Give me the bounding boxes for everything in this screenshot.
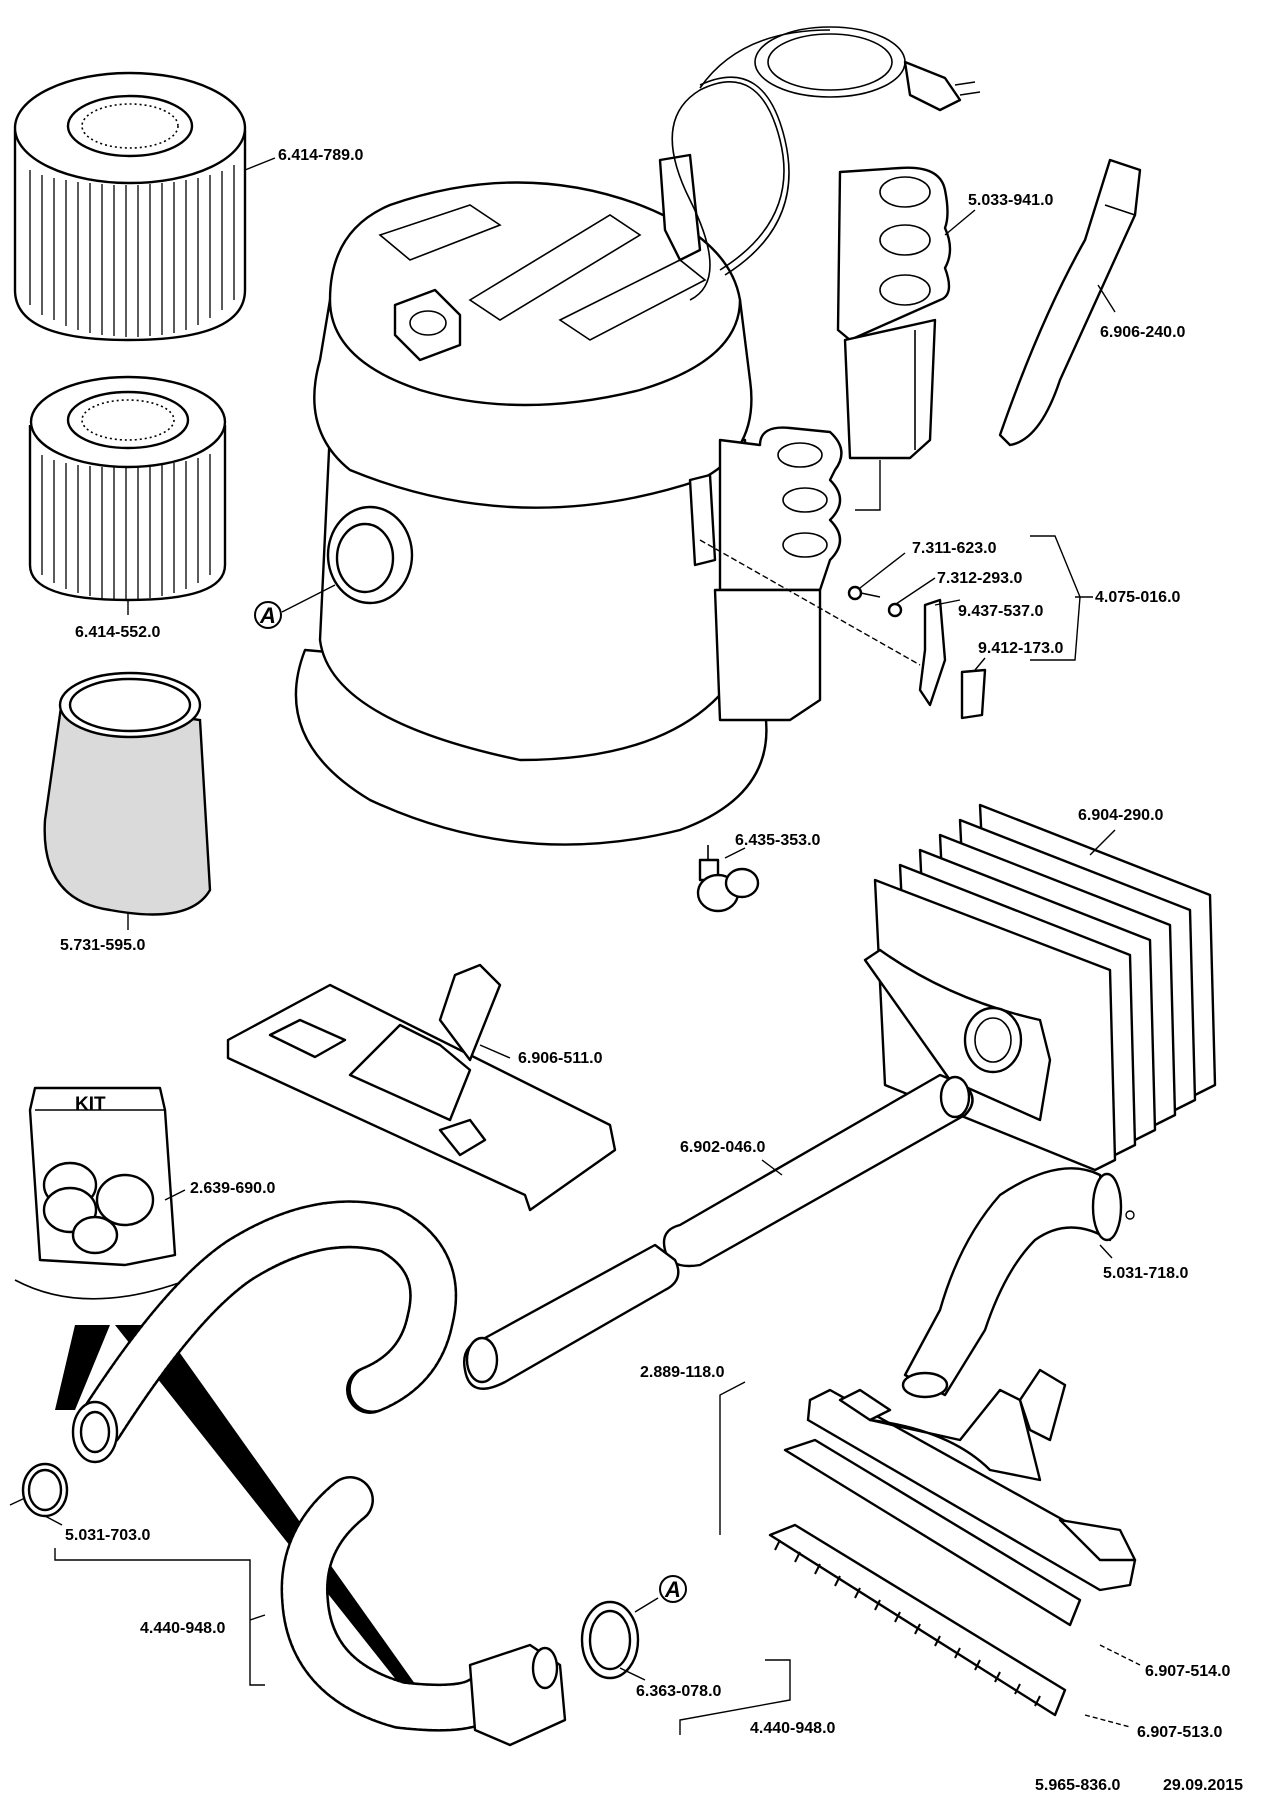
- label-castor: 6.435-353.0: [735, 832, 821, 849]
- label-connector-ring: 6.363-078.0: [636, 1683, 722, 1700]
- suction-hose-drawing: [71, 1200, 567, 1747]
- label-adapter-kit: 2.639-690.0: [190, 1180, 276, 1197]
- label-clip-plate: 9.412-173.0: [978, 640, 1064, 657]
- wet-dry-nozzle-drawing: [768, 1368, 1137, 1717]
- kit-label: KIT: [75, 1094, 106, 1115]
- washer-drawing: [887, 602, 903, 618]
- footer-doc-number: 5.965-836.0: [1035, 1777, 1121, 1794]
- pointer-kit-left: [55, 1325, 110, 1410]
- adapter-kit-drawing: [14, 1086, 201, 1300]
- crevice-nozzle-drawing: [998, 158, 1142, 447]
- elbow-drawing: [901, 1167, 1135, 1399]
- paper-filter-bags-drawing: [863, 803, 1217, 1172]
- label-mounting-kit: 4.075-016.0: [1095, 589, 1181, 606]
- label-floor-nozzle: 6.906-511.0: [518, 1050, 603, 1067]
- footer-date: 29.09.2015: [1163, 1777, 1243, 1794]
- filter-bag-cloth-drawing: [43, 671, 212, 916]
- floor-nozzle-drawing: [226, 963, 617, 1212]
- label-accessory-holder: 5.033-941.0: [968, 192, 1054, 209]
- label-filter-bag-cloth: 5.731-595.0: [60, 937, 146, 954]
- hose-clamp-drawing: [21, 1462, 69, 1518]
- label-elbow: 5.031-718.0: [1103, 1265, 1189, 1282]
- suction-tube-drawing: [463, 1073, 974, 1390]
- castor-drawing: [696, 845, 760, 913]
- vacuum-body-drawing: [294, 26, 981, 846]
- screw-drawing: [847, 585, 881, 601]
- label-suction-hose-left: 4.440-948.0: [140, 1620, 226, 1637]
- accessory-holder-drawing: [836, 166, 952, 460]
- marker-a-body: A: [259, 603, 276, 628]
- marker-a-ring: A: [664, 1577, 681, 1602]
- label-brush-strip: 6.907-513.0: [1137, 1724, 1223, 1741]
- label-crevice-nozzle: 6.906-240.0: [1100, 324, 1186, 341]
- filter-cartridge-small-drawing: [28, 375, 227, 602]
- label-filter-cartridge-small: 6.414-552.0: [75, 624, 161, 641]
- label-hose-clamp: 5.031-703.0: [65, 1527, 151, 1544]
- connector-ring-drawing: [580, 1600, 640, 1680]
- label-paper-filter-bags: 6.904-290.0: [1078, 807, 1164, 824]
- label-washer: 7.312-293.0: [937, 570, 1023, 587]
- label-rubber-strip: 6.907-514.0: [1145, 1663, 1231, 1680]
- label-suction-hose-right: 4.440-948.0: [750, 1720, 836, 1737]
- pointer-kit-right: [115, 1325, 430, 1710]
- label-screw: 7.311-623.0: [912, 540, 997, 557]
- label-clip: 9.437-537.0: [958, 603, 1044, 620]
- label-filter-cartridge-large: 6.414-789.0: [278, 147, 364, 164]
- label-suction-tube: 6.902-046.0: [680, 1139, 766, 1156]
- filter-cartridge-large-drawing: [13, 71, 247, 342]
- clip-plate-drawing: [960, 668, 987, 720]
- clip-drawing: [918, 598, 947, 707]
- label-wet-dry-nozzle: 2.889-118.0: [640, 1364, 725, 1381]
